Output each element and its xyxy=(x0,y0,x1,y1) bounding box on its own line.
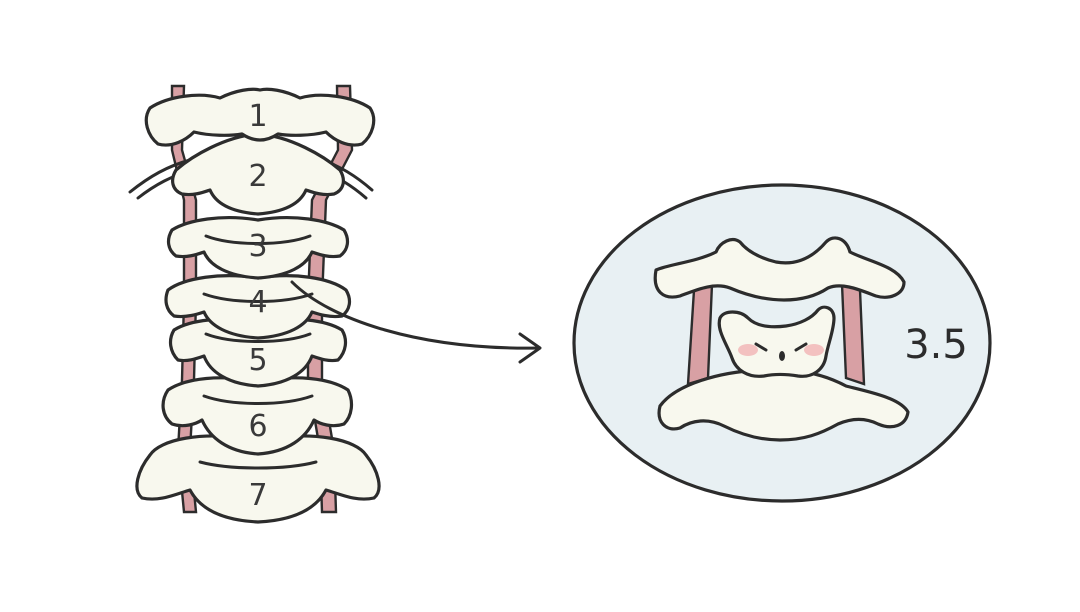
vertebra-c1-atlas: 1 xyxy=(144,87,376,147)
vertebra-c3: 3 xyxy=(166,216,350,280)
vertebra-label-1: 1 xyxy=(248,99,267,134)
zoom-middle-vertebra xyxy=(717,305,836,378)
vertebra-label-5: 5 xyxy=(248,343,267,378)
zoom-upper-vertebra xyxy=(653,236,906,302)
vertebra-label-7: 7 xyxy=(248,478,267,513)
zoom-detail: 3.5 xyxy=(572,183,992,503)
zoom-right-artery xyxy=(840,282,866,386)
zoom-label: 3.5 xyxy=(904,322,968,368)
vertebra-label-2: 2 xyxy=(248,159,267,194)
cute-vertebra-face-icon xyxy=(738,342,824,361)
vertebra-label-6: 6 xyxy=(248,409,267,444)
vertebra-label-3: 3 xyxy=(248,229,267,264)
vertebra-label-4: 4 xyxy=(248,285,267,320)
arrow-right-icon xyxy=(290,280,542,364)
